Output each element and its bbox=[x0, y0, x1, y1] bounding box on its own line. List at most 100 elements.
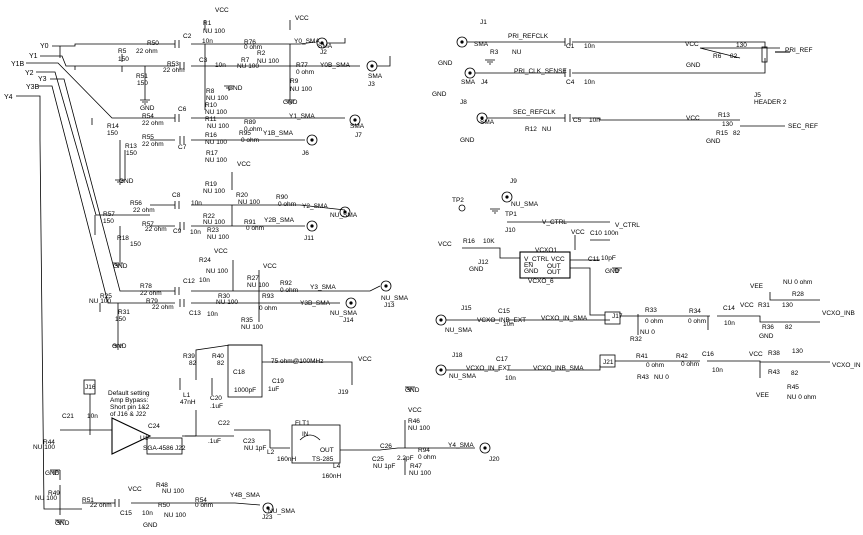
r20-val: NU 100 bbox=[238, 199, 260, 206]
vcc-label-3: VCC bbox=[237, 161, 251, 168]
l1-val: 47nH bbox=[180, 399, 196, 406]
c8-val: 10n bbox=[191, 200, 202, 207]
r41-ref: R41 bbox=[636, 353, 648, 360]
r25-val: NU 100 bbox=[89, 298, 111, 305]
r39-ref: R39 bbox=[183, 353, 195, 360]
r94-ref: R94 bbox=[418, 447, 430, 454]
j15-ref: J15 bbox=[461, 305, 472, 312]
r91-ref: R91 bbox=[244, 219, 256, 226]
pri-clk-sense-net: PRI_CLK_SENSE bbox=[514, 68, 567, 75]
r4-val: 130 bbox=[736, 42, 747, 49]
r54b-val: 0 ohm bbox=[195, 502, 213, 509]
vcxo-inb-ext-net: VCXO_INB_EXT bbox=[477, 317, 526, 324]
r34-ref: R34 bbox=[689, 308, 701, 315]
c15b-ref: C15 bbox=[498, 308, 510, 315]
vcxo-module-box bbox=[519, 251, 571, 279]
r12-val: NU bbox=[542, 126, 552, 133]
r94-val: 0 ohm bbox=[418, 454, 436, 461]
vcc-label-7: VCC bbox=[408, 407, 422, 414]
c21-val: 10n bbox=[87, 413, 98, 420]
r31b-ref: R31 bbox=[758, 302, 770, 309]
r38-ref: R38 bbox=[768, 350, 780, 357]
vcxo-inb-out: VCXO_INB bbox=[822, 310, 855, 317]
r57b-ref: R57 bbox=[142, 221, 154, 228]
r95-val: 0 ohm bbox=[241, 137, 259, 144]
vcc-label-9: VCC bbox=[685, 41, 699, 48]
r92-val: 0 ohm bbox=[280, 287, 298, 294]
vcxo-inb-sma-net: VCXO_INB_SMA bbox=[533, 365, 584, 372]
r95-ref: R95 bbox=[239, 130, 251, 137]
c22-val: .1uF bbox=[208, 438, 221, 445]
gnd-label-12: GND bbox=[432, 91, 447, 98]
j2-val: SMA bbox=[318, 43, 333, 50]
vcxo-pin-vctrl: V_CTRL bbox=[524, 256, 549, 263]
flt1-out: OUT bbox=[320, 447, 334, 454]
r45-ref: R45 bbox=[787, 384, 799, 391]
gnd-label-16: GND bbox=[605, 268, 620, 275]
y3-section: R24 NU 100 VCC R27 NU 100 R78 22 ohm C12… bbox=[89, 257, 409, 350]
r79-ref: R79 bbox=[146, 298, 158, 305]
sec-refclk-net: SEC_REFCLK bbox=[513, 109, 556, 116]
input-net-labels: Y0 Y1 Y1B Y2 Y3 Y3B Y4 bbox=[4, 43, 49, 101]
r35-ref: R35 bbox=[241, 317, 253, 324]
r12-ref: R12 bbox=[525, 126, 537, 133]
c25-ref: C25 bbox=[372, 456, 384, 463]
r48-ref: R48 bbox=[156, 482, 168, 489]
y3b-sma-net: Y3B_SMA bbox=[300, 300, 331, 307]
ic-part: SGA-4586 bbox=[143, 445, 174, 452]
r8-val: NU 100 bbox=[206, 95, 228, 102]
r23-val: NU 100 bbox=[207, 234, 229, 241]
c16-ref: C16 bbox=[702, 351, 714, 358]
r10-ref: R10 bbox=[205, 102, 217, 109]
j4-ref: J4 bbox=[481, 79, 488, 86]
r49-ref: R49 bbox=[48, 490, 60, 497]
y3-sma-net: Y3_SMA bbox=[310, 284, 336, 291]
r30-ref: R30 bbox=[218, 293, 230, 300]
ferrite-decouple-box bbox=[227, 344, 263, 398]
j13-ref: J13 bbox=[384, 302, 395, 309]
vcc-label-1: VCC bbox=[215, 7, 229, 14]
c12-val: 10n bbox=[199, 277, 210, 284]
r42-val: 0 ohm bbox=[681, 361, 699, 368]
j1-val: SMA bbox=[474, 41, 489, 48]
j16-ref: J16 bbox=[85, 384, 96, 391]
r7-val: NU 100 bbox=[237, 63, 259, 70]
l2-ref: L2 bbox=[267, 449, 275, 456]
vee-label-1: VEE bbox=[750, 283, 764, 290]
y4-sma-net: Y4_SMA bbox=[448, 442, 474, 449]
c6-ref: C6 bbox=[178, 106, 187, 113]
gnd-label-10: GND bbox=[686, 62, 701, 69]
r90-val: 0 ohm bbox=[278, 201, 296, 208]
sga-amp-box bbox=[146, 437, 183, 455]
j8-val: SMA bbox=[480, 119, 495, 126]
r89-ref: R89 bbox=[244, 119, 256, 126]
u1-ref: U1 bbox=[140, 435, 149, 442]
r22-ref: R22 bbox=[203, 213, 215, 220]
ground-symbols bbox=[50, 59, 622, 525]
j15-val: NU_SMA bbox=[445, 327, 473, 334]
y0-sma-net: Y0_SMA bbox=[294, 38, 320, 45]
l4-val: 160nH bbox=[322, 473, 341, 480]
c22-ref: C22 bbox=[218, 420, 230, 427]
gnd-label-2: GND bbox=[140, 105, 155, 112]
r57b-val: 22 ohm bbox=[145, 226, 167, 233]
j18-val: NU_SMA bbox=[449, 373, 477, 380]
c11-ref: C11 bbox=[588, 256, 600, 263]
vcc-label-12: VCC bbox=[571, 229, 585, 236]
c18-ref: C18 bbox=[233, 369, 245, 376]
c13-ref: C13 bbox=[189, 310, 201, 317]
r54b-ref: R54 bbox=[195, 497, 207, 504]
r33-ref: R33 bbox=[645, 307, 657, 314]
j19-ref: J19 bbox=[338, 389, 349, 396]
r54-ref: R54 bbox=[142, 113, 154, 120]
r54-val: 22 ohm bbox=[142, 120, 164, 127]
tp2-ref: TP2 bbox=[452, 197, 464, 204]
gnd-label-18: GND bbox=[759, 333, 774, 340]
r43-ref: R43 bbox=[637, 374, 649, 381]
j12-ref: J12 bbox=[478, 259, 489, 266]
net-label-y2: Y2 bbox=[25, 70, 34, 77]
vcc-label-10: VCC bbox=[686, 115, 700, 122]
c9-ref: C9 bbox=[173, 228, 182, 235]
r7-ref: R7 bbox=[241, 57, 250, 64]
r5-ref: R5 bbox=[118, 48, 127, 55]
